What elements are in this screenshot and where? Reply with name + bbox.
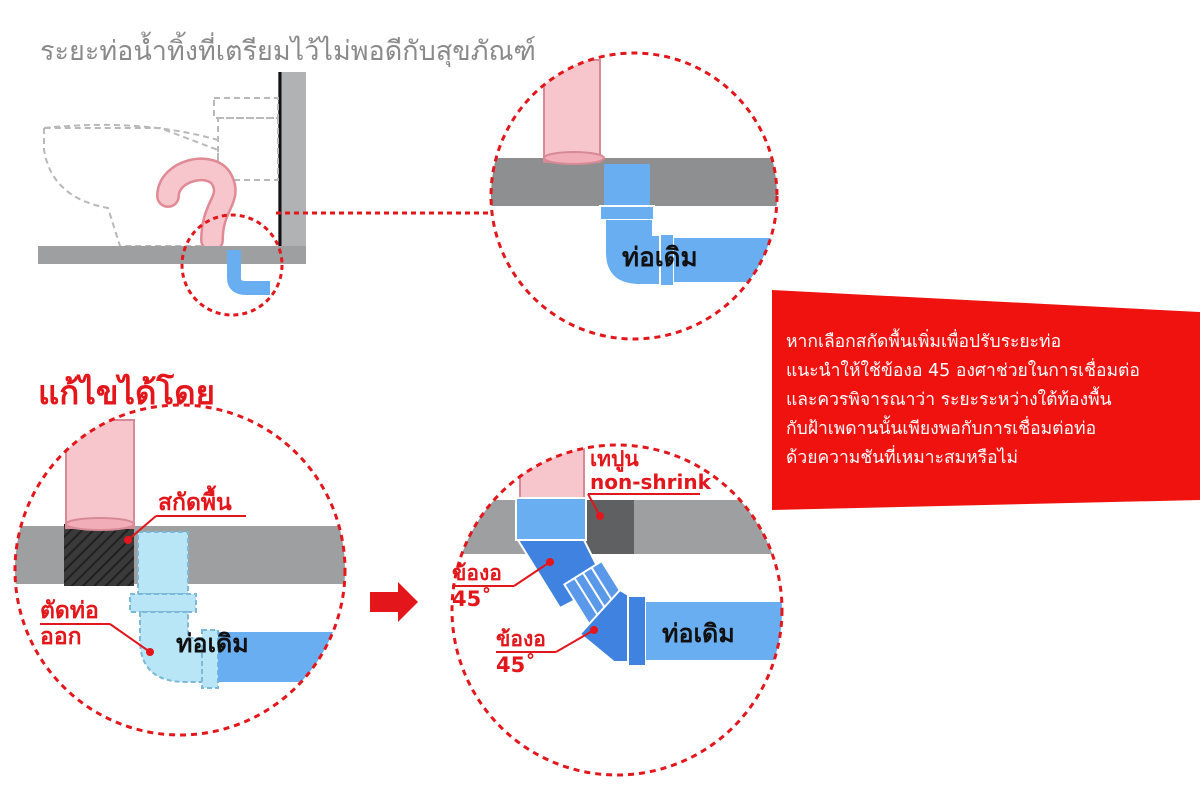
grout-label-1: เทปูน xyxy=(590,447,639,473)
zoom-circle-cut: สกัดพื้น ตัดท่อ ออก ท่อเดิม xyxy=(13,403,347,737)
chisel-leader xyxy=(127,515,157,541)
grout-fill xyxy=(586,500,634,554)
arrow-right-icon xyxy=(370,582,418,622)
chiseled-area xyxy=(64,524,134,586)
pink-pipe xyxy=(543,59,601,163)
elbow-a-label-1: ข้องอ xyxy=(452,561,502,585)
existing-pipe-left-label: ท่อเดิม xyxy=(176,629,249,658)
blue-elbow xyxy=(606,220,664,284)
circle-border-right xyxy=(450,443,784,777)
diagram-title: ระยะท่อน้ำทิ้งที่เตรียมไว้ไม่พอดีกับสุขภ… xyxy=(40,31,536,68)
blue-coupler xyxy=(515,497,587,541)
cut-pipe-label-1: ตัดท่อ xyxy=(40,598,99,624)
toilet-outline xyxy=(43,97,279,247)
elbow-a-leader xyxy=(513,561,551,587)
note-background xyxy=(772,290,1200,510)
existing-pipe-right xyxy=(646,602,782,660)
elbow-b-label-1: ข้องอ xyxy=(496,627,546,651)
note-line-4: กับฝ้าเพดานนั้นเพียงพอกับการเชื่อมต่อท่อ xyxy=(786,415,1096,439)
existing-pipe-right-label: ท่อเดิม xyxy=(662,619,735,648)
existing-pipe-small xyxy=(227,250,270,295)
existing-pipe-label: ท่อเดิม xyxy=(622,243,698,273)
note-text: หากเลือกสกัดพื้นเพิ่มเพื่อปรับระยะท่อ แน… xyxy=(786,328,1146,468)
note-box: หากเลือกสกัดพื้นเพิ่มเพื่อปรับระยะท่อ แน… xyxy=(772,290,1200,510)
zoom-circle-small xyxy=(180,213,284,317)
note-line-3: และควรพิจารณาว่า ระยะระหว่างใต้ท้องพื้น xyxy=(786,386,1112,410)
zoom-circle-fixed: เทปูน non-shrink ข้องอ 45˚ ข้องอ 45˚ ท่อ… xyxy=(450,443,784,777)
flex-drain xyxy=(158,160,235,250)
grout-leader xyxy=(587,493,601,517)
circle-border-left xyxy=(13,403,347,737)
zoom-circle-existing: ท่อเดิม xyxy=(489,51,779,341)
elbow-b-label-2: 45˚ xyxy=(496,653,536,677)
cut-pipe-vertical xyxy=(137,531,189,595)
floor-slab xyxy=(38,246,306,264)
grout-label-2: non-shrink xyxy=(590,470,712,494)
note-line-2: แนะนำให้ใช้ข้องอ 45 องศาช่วยในการเชื่อมต… xyxy=(786,358,1140,381)
chisel-floor-label: สกัดพื้น xyxy=(158,485,232,516)
toilet-scene xyxy=(38,72,492,317)
note-line-1: หากเลือกสกัดพื้นเพิ่มเพื่อปรับระยะท่อ xyxy=(786,328,1061,352)
zoom-circle-border xyxy=(489,51,779,341)
wall xyxy=(278,72,306,260)
elbow-a-label-2: 45˚ xyxy=(452,587,492,611)
cut-pipe-label-2: ออก xyxy=(40,624,82,650)
cut-pipe-elbow xyxy=(139,611,207,683)
note-line-5: ด้วยความชันที่เหมาะสมหรือไม่ xyxy=(786,445,1018,468)
pink-pipe-left xyxy=(65,419,135,529)
elbow-b-leader xyxy=(555,629,595,653)
cut-pipe-leader xyxy=(109,623,151,653)
